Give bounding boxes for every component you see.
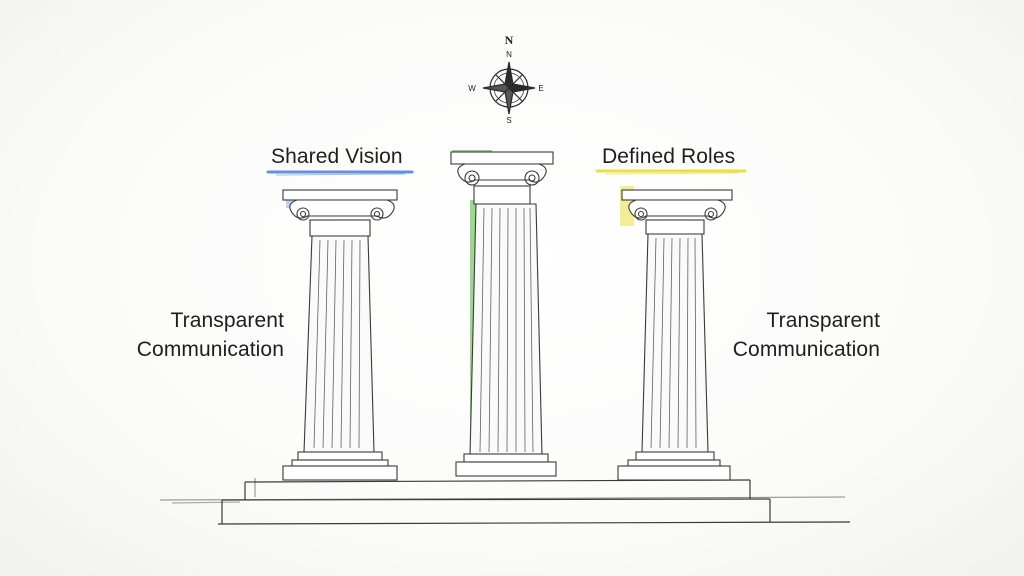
compass-east-letter: E [538,84,543,93]
label-right-line-2: Communication [732,338,880,361]
label-right-line-1: Transparent [766,309,880,332]
underline-defined-roles [595,169,747,175]
compass-south-letter: S [506,116,511,125]
underline-shared-vision [266,170,414,176]
label-left-line-1: Transparent [170,309,284,332]
pillar-right [617,186,733,481]
label-transparent-communication-right: Transparent Communication [722,306,880,364]
label-defined-roles: Defined Roles [602,145,736,168]
label-shared-vision: Shared Vision [271,145,403,168]
pillar-center [450,150,557,477]
label-transparent-communication-left: Transparent Communication [126,306,284,364]
compass-rose-icon [482,61,536,115]
compass-north-small: N [506,50,512,59]
pillar-left [282,189,398,481]
compass-west-letter: W [468,84,476,93]
label-left-line-2: Communication [136,338,284,361]
pillar-base-platform [159,478,851,525]
compass-north-letter: N [505,33,514,47]
